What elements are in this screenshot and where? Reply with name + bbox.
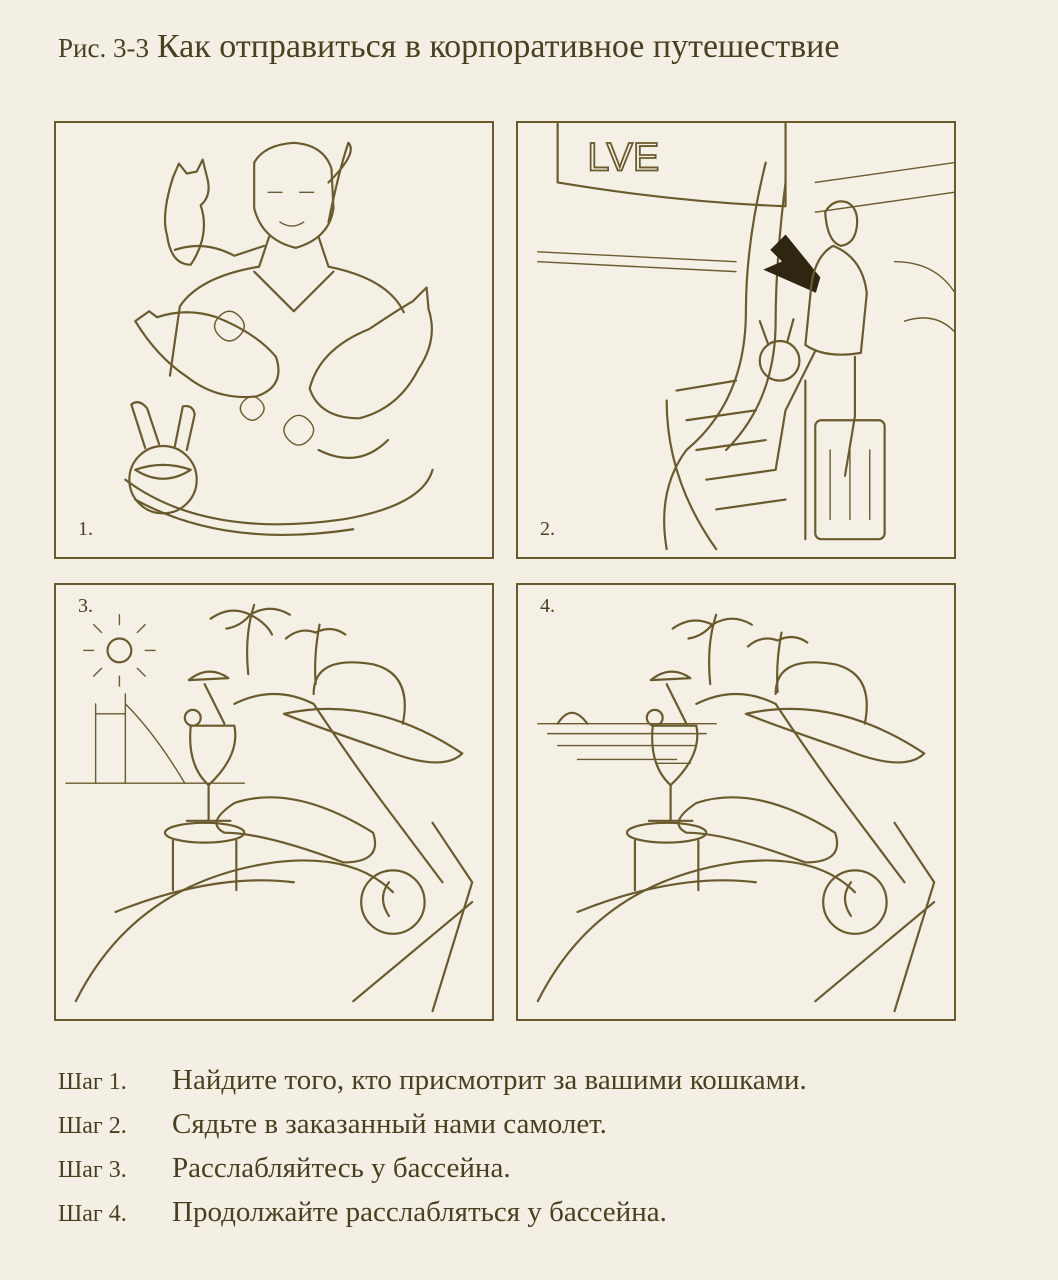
panel-number: 3. — [78, 595, 93, 617]
step-item: Шаг 1. Найдите того, кто присмотрит за в… — [58, 1064, 807, 1108]
boarding-plane-illustration: LVE — [537, 123, 954, 551]
comic-panel-3: 3. — [54, 583, 494, 1021]
panel-number: 1. — [78, 518, 93, 540]
figure-number: Рис. 3-3 — [58, 33, 149, 63]
step-text: Найдите того, кто присмотрит за вашими к… — [172, 1064, 807, 1096]
comic-panel-1: 1. — [54, 121, 494, 559]
step-label: Шаг 1. — [58, 1069, 127, 1095]
step-text: Расслабляйтесь у бассейна. — [172, 1152, 511, 1184]
poolside-relax-illustration — [65, 603, 474, 1013]
step-text: Продолжайте расслабляться у бассейна. — [172, 1196, 667, 1228]
man-with-cats-illustration — [124, 141, 434, 536]
figure-caption: Рис. 3-3 Как отправиться в корпоративное… — [58, 28, 839, 66]
step-item: Шаг 3. Расслабляйтесь у бассейна. — [58, 1152, 807, 1196]
comic-panel-4: 4. — [516, 583, 956, 1021]
step-label: Шаг 3. — [58, 1157, 127, 1183]
steps-list: Шаг 1. Найдите того, кто присмотрит за в… — [58, 1064, 807, 1240]
poolside-sunset-illustration — [536, 613, 936, 1013]
step-label: Шаг 2. — [58, 1113, 127, 1139]
panel-number: 2. — [540, 518, 555, 540]
panel-number: 4. — [540, 595, 555, 617]
figure-title: Как отправиться в корпоративное путешест… — [156, 28, 840, 65]
airport-sign: LVE — [587, 136, 659, 180]
step-item: Шаг 4. Продолжайте расслабляться у бассе… — [58, 1196, 807, 1240]
step-label: Шаг 4. — [58, 1201, 127, 1227]
step-text: Сядьте в заказанный нами самолет. — [172, 1108, 607, 1140]
step-item: Шаг 2. Сядьте в заказанный нами самолет. — [58, 1108, 807, 1152]
comic-panel-2: LVE 2. — [516, 121, 956, 559]
